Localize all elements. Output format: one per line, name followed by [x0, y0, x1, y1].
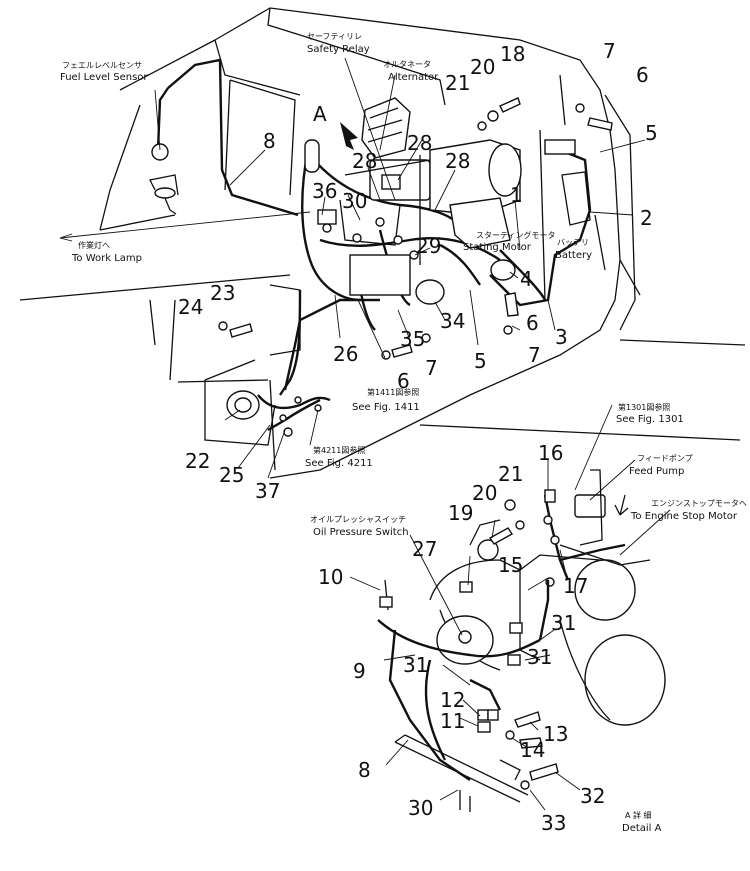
starting-motor-label: Stating Motor	[463, 242, 532, 253]
callout-7-top: 7	[603, 39, 616, 63]
callout-31-c: 31	[527, 645, 552, 669]
callout-16: 16	[538, 441, 563, 465]
oil-pressure-harness	[377, 579, 550, 812]
starting-motor-jp-label: スターティングモータ	[476, 230, 556, 240]
safety-relay-label: Safety Relay	[307, 44, 370, 55]
callout-5-upper: 5	[645, 121, 658, 145]
feed-pump-jp-label: フィードポンプ	[637, 454, 693, 463]
callout-18: 18	[500, 42, 525, 66]
callout-1: 1	[510, 183, 523, 207]
callout-24: 24	[178, 295, 203, 319]
leader-lines	[154, 57, 671, 811]
callout-21-lower: 21	[498, 462, 523, 486]
work-lamp-jp-label: 作業灯へ	[78, 240, 110, 250]
callout-28-a: 28	[407, 131, 432, 155]
horn-box	[204, 298, 380, 446]
callout-5-lower: 5	[474, 349, 487, 373]
feed-pump-assembly	[543, 469, 629, 587]
callout-7-mid: 7	[528, 343, 541, 367]
work-lamp-lead	[59, 211, 311, 239]
callout-25: 25	[219, 463, 244, 487]
callout-12: 12	[440, 688, 465, 712]
callout-22: 22	[185, 449, 210, 473]
callout-31-b: 31	[403, 653, 428, 677]
stop-motor-label: To Engine Stop Motor	[630, 511, 738, 522]
callout-30-lower: 30	[408, 796, 433, 820]
part-labels: セーフティリレ Safety Relay オルタネータ Alternator フ…	[60, 32, 747, 834]
callout-29: 29	[416, 234, 441, 258]
fig4211-jp-label: 第4211図参照	[313, 445, 365, 455]
callout-3: 3	[555, 325, 568, 349]
callout-9: 9	[353, 659, 366, 683]
fig1301-label: See Fig. 1301	[616, 414, 684, 425]
callout-30-upper: 30	[342, 189, 367, 213]
callout-28-b: 28	[352, 149, 377, 173]
fig1301-jp-label: 第1301図参照	[618, 402, 670, 412]
callout-23: 23	[210, 281, 235, 305]
callout-36: 36	[312, 179, 337, 203]
callout-20-upper: 20	[470, 55, 495, 79]
oil-pressure-label: Oil Pressure Switch	[313, 527, 409, 538]
callout-10: 10	[318, 565, 343, 589]
callout-4: 4	[520, 267, 533, 291]
callout-numbers: 1 2 3 4 5 5 6 6 6 7 7 7 8 8 9 10 11 12 1…	[178, 39, 658, 835]
starting-motor	[429, 139, 522, 281]
callout-17: 17	[563, 574, 588, 598]
callout-26: 26	[333, 342, 358, 366]
callout-13: 13	[543, 722, 568, 746]
machine-body-outline	[19, 7, 746, 479]
callout-8-upper: 8	[263, 129, 276, 153]
callout-35: 35	[400, 327, 425, 351]
detail-a-label: Detail A	[622, 823, 662, 834]
work-lamp-arrow	[59, 233, 73, 242]
callout-2: 2	[640, 206, 653, 230]
battery-terminal	[561, 171, 591, 226]
callout-21-upper: 21	[445, 71, 470, 95]
callout-28-c: 28	[445, 149, 470, 173]
battery-clamp	[544, 139, 576, 155]
fig4211-label: See Fig. 4211	[305, 458, 373, 469]
work-lamp-label: To Work Lamp	[71, 253, 142, 264]
fuel-level-jp-label: フェエルレベルセンサ	[62, 61, 142, 70]
battery-jp-label: バッテリ	[557, 238, 589, 247]
callout-27: 27	[412, 537, 437, 561]
callout-32: 32	[580, 784, 605, 808]
battery-label: Battery	[555, 250, 592, 261]
callout-20-lower: 20	[472, 481, 497, 505]
engine-outline	[429, 519, 666, 726]
callout-14: 14	[520, 738, 545, 762]
callout-37: 37	[255, 479, 280, 503]
safety-relay-jp-label: セーフティリレ	[307, 32, 362, 41]
callout-34: 34	[440, 309, 465, 333]
feed-pump-label: Feed Pump	[629, 466, 684, 477]
callout-7-lower: 7	[425, 356, 438, 380]
alternator-jp-label: オルタネータ	[383, 60, 431, 69]
upper-bolts	[218, 97, 613, 360]
stop-motor-jp-label: エンジンストップモータへ	[651, 499, 747, 508]
callout-6-lower: 6	[397, 369, 410, 393]
callout-11: 11	[440, 709, 465, 733]
detail-a-jp-label: A 詳 細	[625, 810, 652, 820]
detail-bolts	[488, 499, 559, 790]
callout-33: 33	[541, 811, 566, 835]
view-a-label: A	[313, 102, 327, 126]
central-harness	[279, 139, 547, 396]
callout-19: 19	[448, 501, 473, 525]
oil-pressure-jp-label: オイルプレッシャスイッチ	[310, 515, 406, 524]
fig1411-label: See Fig. 1411	[352, 402, 420, 413]
callout-8-lower: 8	[358, 758, 371, 782]
callout-6-mid: 6	[526, 311, 539, 335]
fuel-level-label: Fuel Level Sensor	[60, 72, 148, 83]
alternator-label: Alternator	[388, 72, 439, 83]
fuel-level-sensor	[149, 58, 299, 217]
callout-15: 15	[498, 553, 523, 577]
view-a-arrow	[340, 122, 358, 150]
fig1411-jp-label: 第1411図参照	[367, 387, 419, 397]
callout-31-a: 31	[551, 611, 576, 635]
callout-6-top: 6	[636, 63, 649, 87]
